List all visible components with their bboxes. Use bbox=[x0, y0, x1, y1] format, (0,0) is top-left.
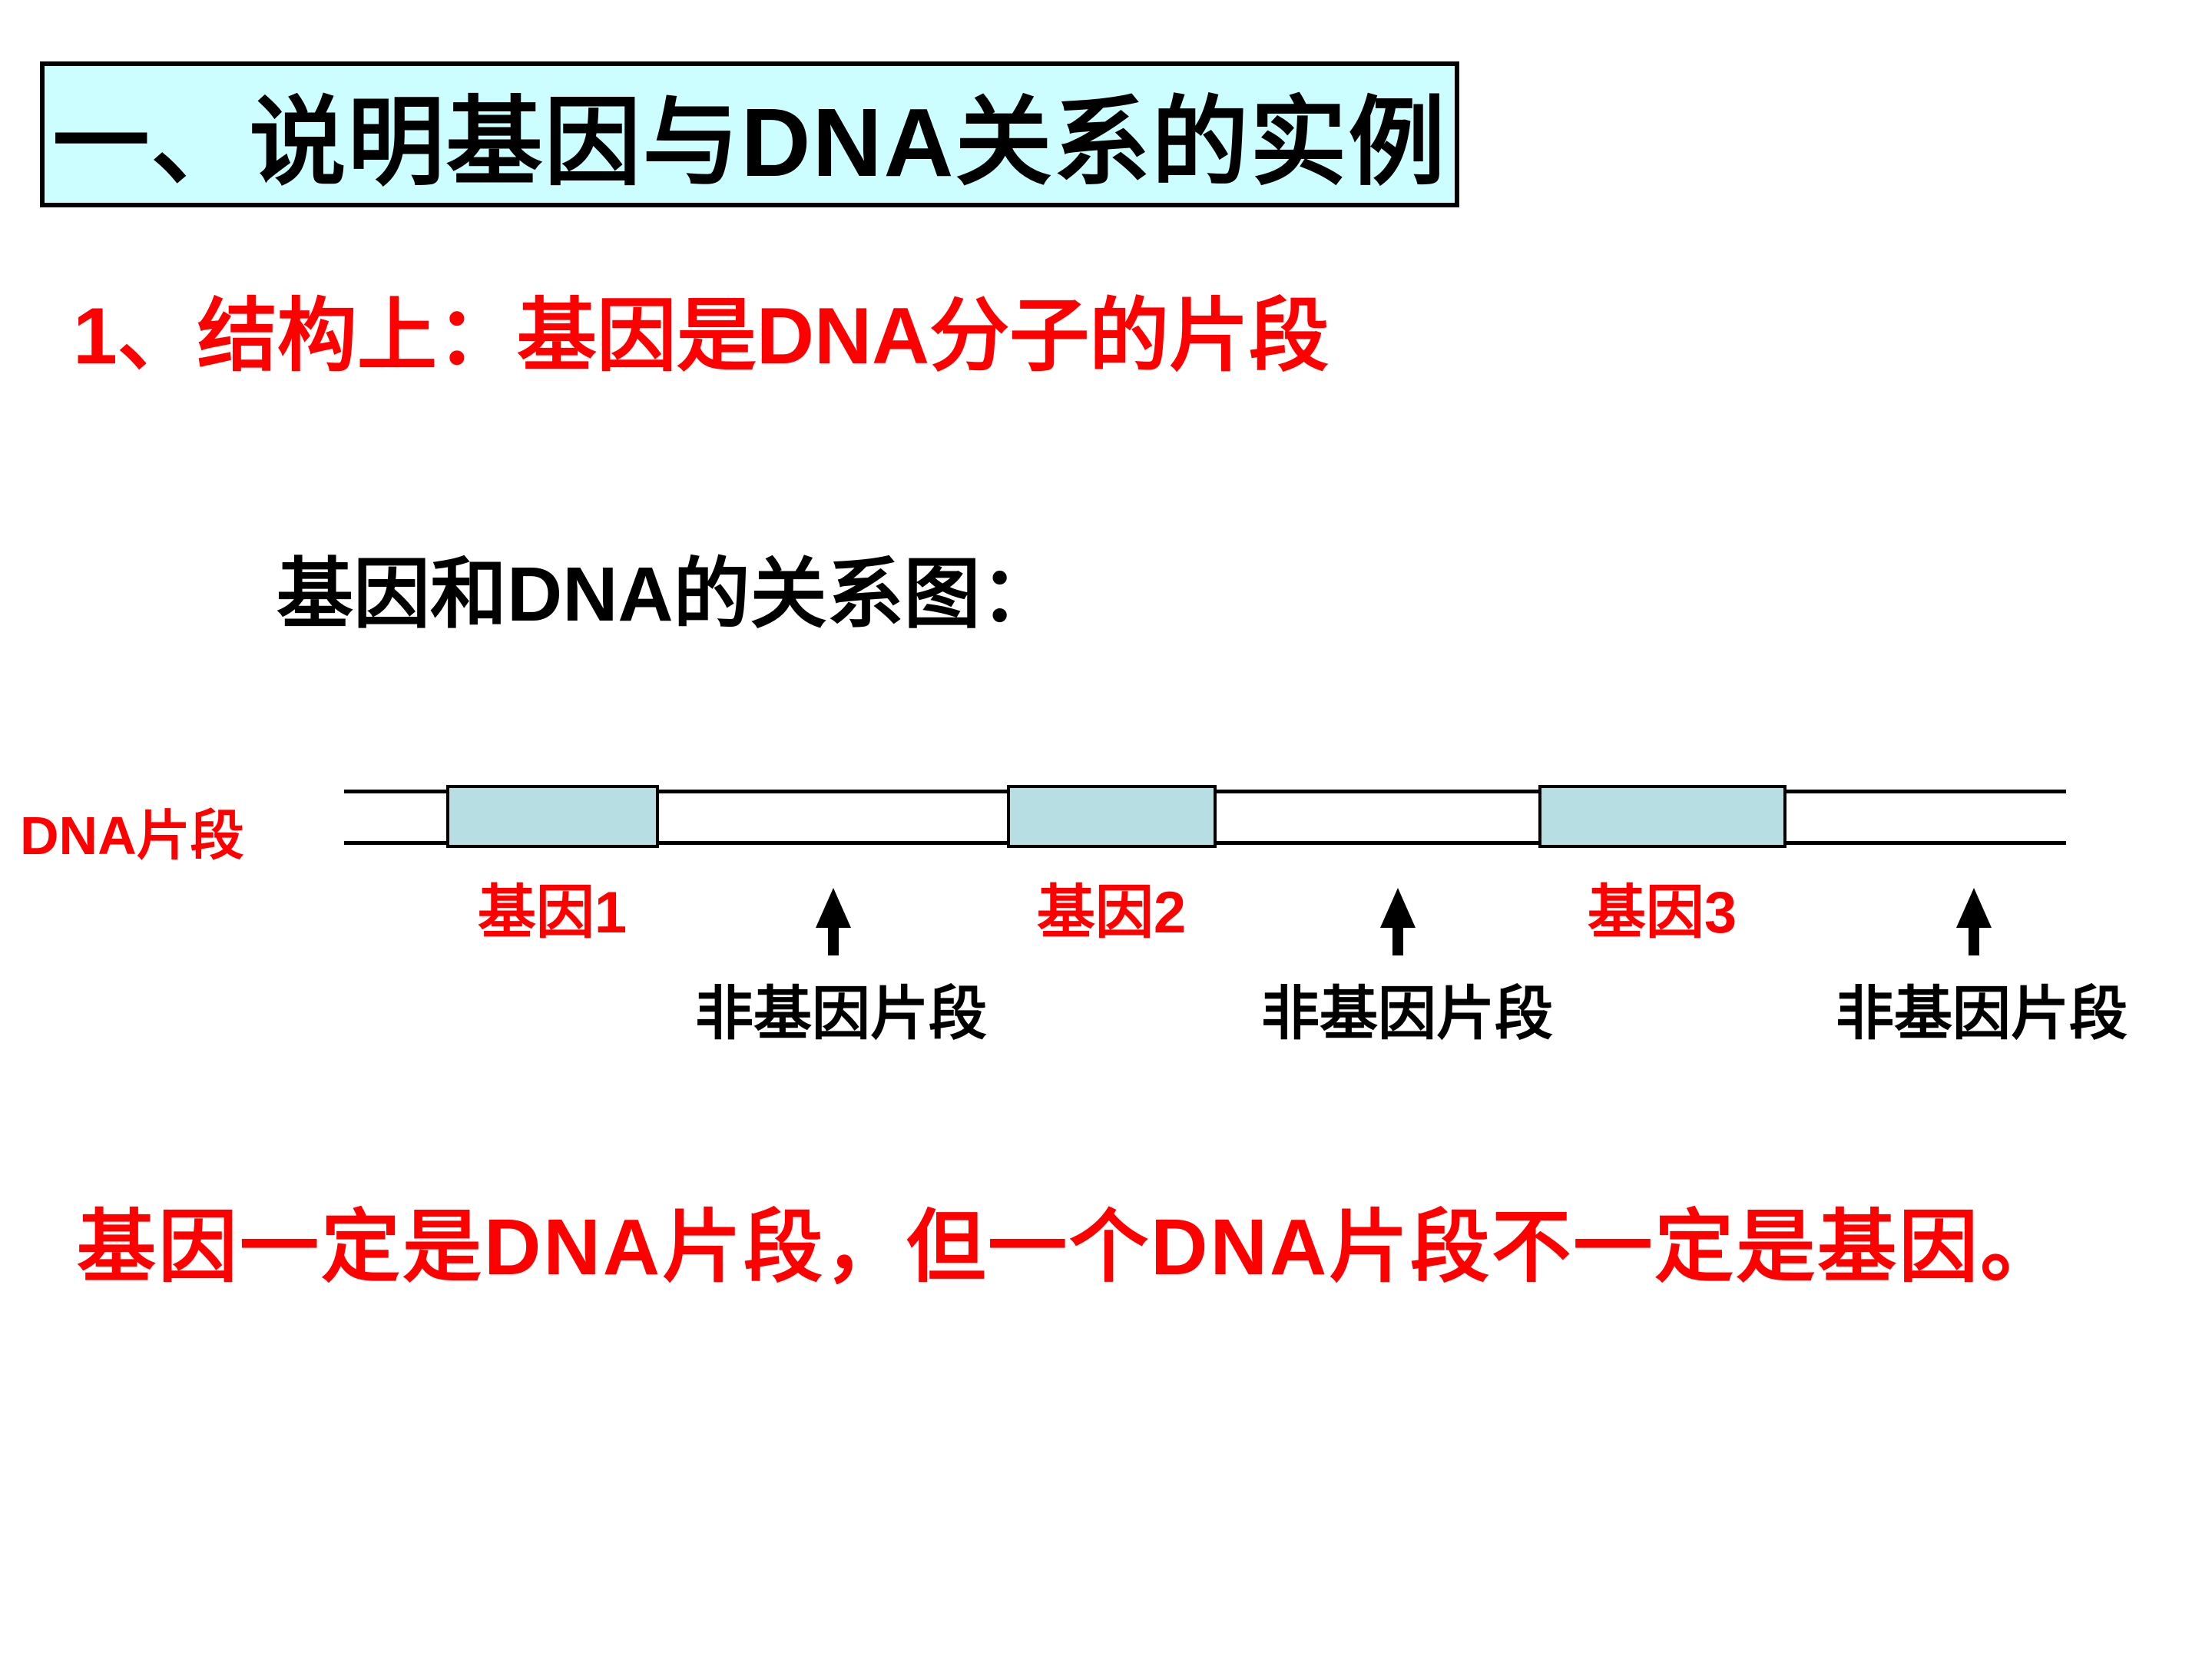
title-box: 一、说明基因与DNA关系的实例 bbox=[40, 61, 1459, 207]
conclusion-text: 基因一定是DNA片段，但一个DNA片段不一定是基因。 bbox=[77, 1203, 2062, 1291]
gene-segment-3 bbox=[1538, 785, 1786, 848]
gene-segment-1 bbox=[446, 785, 659, 848]
page-title: 一、说明基因与DNA关系的实例 bbox=[52, 88, 1447, 197]
non-gene-label-3: 非基因片段 bbox=[1836, 982, 2128, 1047]
non-gene-label-1: 非基因片段 bbox=[695, 982, 987, 1047]
gene-label-2: 基因2 bbox=[1036, 880, 1187, 945]
gene-label-3: 基因3 bbox=[1587, 880, 1737, 945]
up-arrow-icon bbox=[1380, 888, 1416, 955]
dna-strand-label: DNA片段 bbox=[20, 806, 244, 866]
up-arrow-icon bbox=[816, 888, 851, 955]
subtitle: 1、结构上：基因是DNA分子的片段 bbox=[73, 292, 1330, 381]
up-arrow-icon bbox=[1956, 888, 1992, 955]
gene-label-1: 基因1 bbox=[477, 880, 628, 945]
non-gene-label-2: 非基因片段 bbox=[1261, 982, 1553, 1047]
gene-segment-2 bbox=[1007, 785, 1217, 848]
diagram-heading: 基因和DNA的关系图： bbox=[276, 551, 1058, 637]
